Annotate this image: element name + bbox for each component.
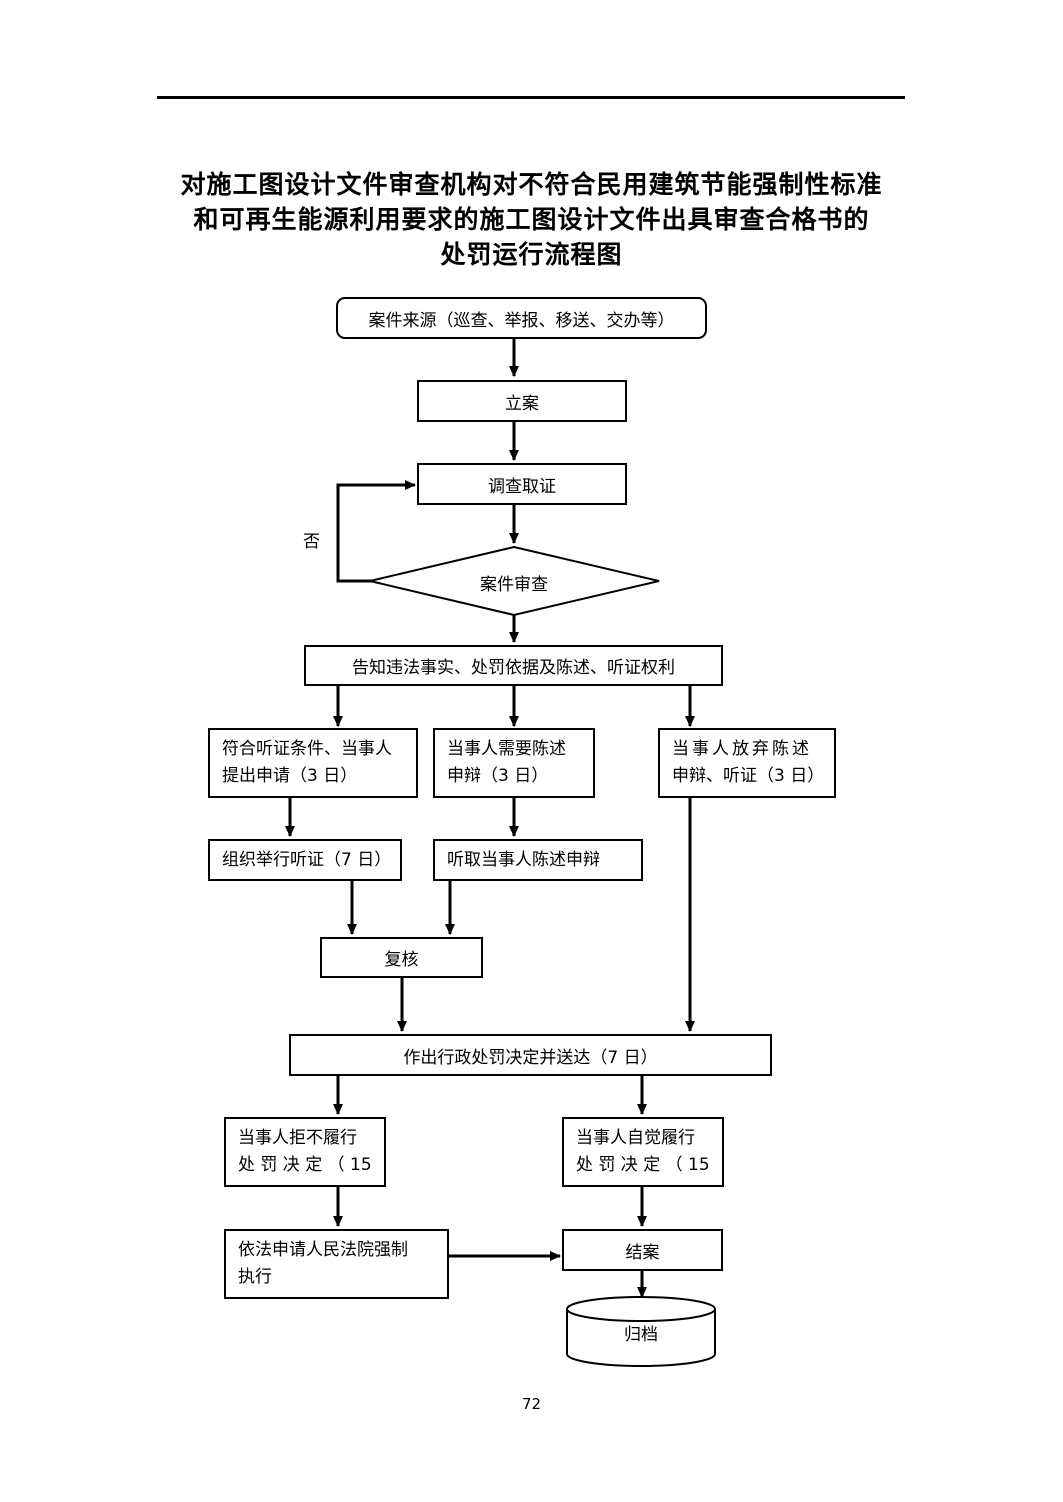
court-line-1: 依法申请人民法院强制 (238, 1240, 408, 1260)
page-number: 72 (521, 1395, 542, 1413)
statement-need-box: 当事人需要陈述 申辩（3 日） (433, 728, 595, 798)
hear-statement-box: 听取当事人陈述申辩 (433, 839, 643, 881)
notify-box: 告知违法事实、处罚依据及陈述、听证权利 (304, 645, 723, 686)
title-line-1: 对施工图设计文件审查机构对不符合民用建筑节能强制性标准 (180, 170, 883, 199)
source-box: 案件来源（巡查、举报、移送、交办等） (336, 297, 707, 339)
hearing-request-line-1: 符合听证条件、当事人 (222, 739, 392, 759)
no-branch-label: 否 (303, 532, 320, 552)
statement-need-line-2: 申辩（3 日） (447, 766, 549, 786)
hearing-request-line-2: 提出申请（3 日） (222, 766, 358, 786)
waive-line-1: 当事人放弃陈述 (672, 739, 812, 759)
waive-box: 当事人放弃陈述 申辩、听证（3 日） (658, 728, 836, 798)
refuse-line-2: 处 罚 决 定 （ 15 (238, 1155, 372, 1175)
header-rule (157, 96, 905, 99)
organize-hearing-box: 组织举行听证（7 日） (208, 839, 402, 881)
review-diamond-label: 案件审查 (480, 575, 548, 595)
archive-label: 归档 (624, 1325, 658, 1345)
archive-cylinder-shape (566, 1296, 716, 1367)
title-line-2: 和可再生能源利用要求的施工图设计文件出具审查合格书的 (193, 205, 870, 234)
court-enforcement-box: 依法申请人民法院强制 执行 (224, 1229, 449, 1299)
filing-box: 立案 (417, 380, 627, 422)
title-line-3: 处罚运行流程图 (440, 240, 623, 269)
court-line-2: 执行 (238, 1267, 272, 1287)
comply-line-2: 处 罚 决 定 （ 15 (576, 1155, 710, 1175)
refuse-box: 当事人拒不履行 处 罚 决 定 （ 15 (224, 1117, 386, 1187)
comply-box: 当事人自觉履行 处 罚 决 定 （ 15 (562, 1117, 724, 1187)
review-diamond-shape (369, 545, 660, 617)
waive-line-2: 申辩、听证（3 日） (672, 766, 825, 786)
arrow-no-loop (336, 480, 416, 583)
close-case-box: 结案 (562, 1229, 723, 1271)
decision-box: 作出行政处罚决定并送达（7 日） (289, 1034, 772, 1076)
refuse-line-1: 当事人拒不履行 (238, 1128, 357, 1148)
comply-line-1: 当事人自觉履行 (576, 1128, 695, 1148)
statement-need-line-1: 当事人需要陈述 (447, 739, 566, 759)
investigation-box: 调查取证 (417, 463, 627, 505)
hearing-request-box: 符合听证条件、当事人 提出申请（3 日） (208, 728, 418, 798)
recheck-box: 复核 (320, 937, 483, 978)
